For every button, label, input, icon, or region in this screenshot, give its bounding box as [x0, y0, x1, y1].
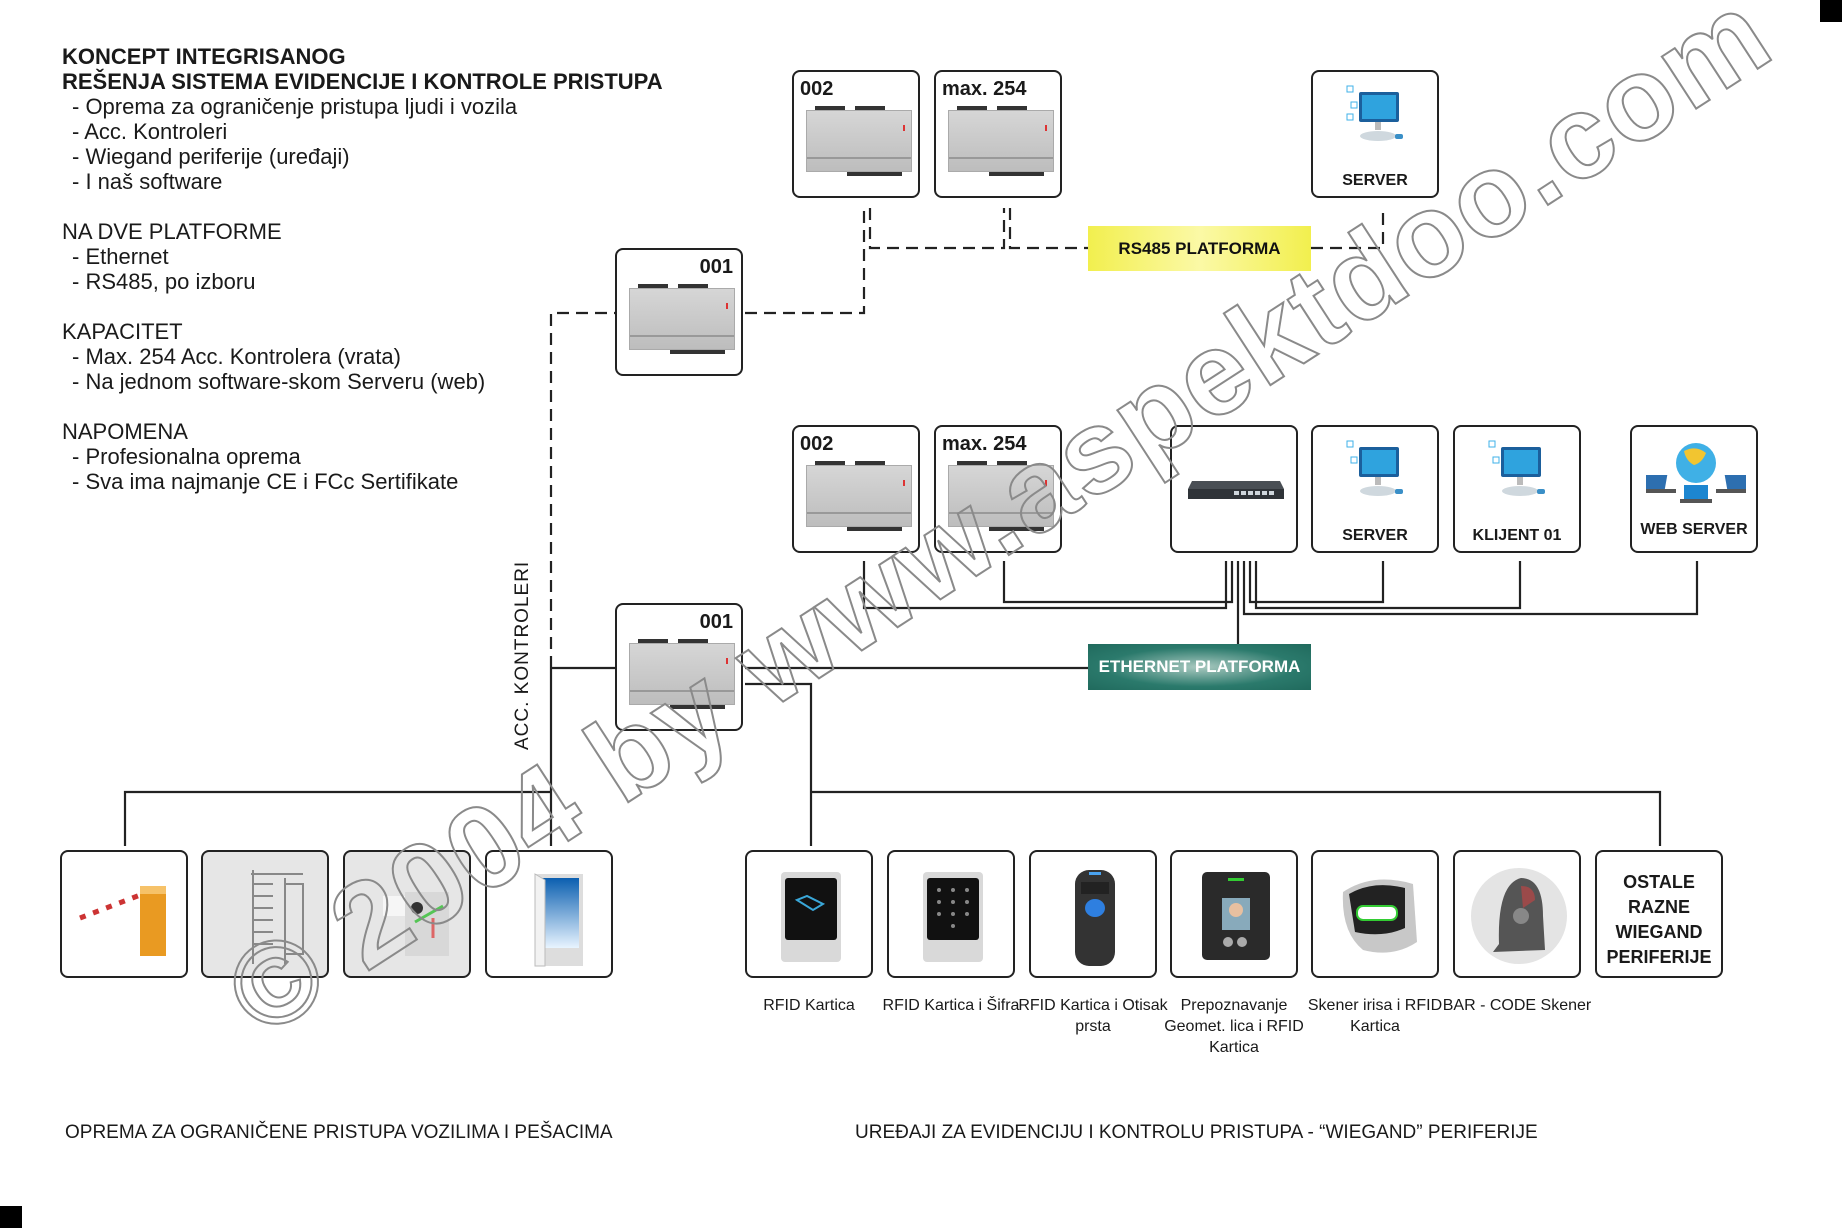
- controller-icon: [948, 106, 1054, 176]
- rs485-controller-001: 001: [615, 248, 743, 376]
- rs485-link-002-to-max: [868, 208, 1006, 250]
- rs485-link-bus-to-001: [549, 311, 615, 668]
- corner-mark: [0, 1206, 22, 1228]
- client-label: KLIJENT 01: [1472, 527, 1562, 544]
- intro-item: - Acc. Kontroleri: [72, 119, 228, 144]
- barrier-bus: [123, 790, 551, 846]
- controller-id: 001: [699, 256, 733, 278]
- max-to-switch: [1002, 561, 1234, 604]
- title-line-1: KONCEPT INTEGRISANOG: [62, 44, 346, 69]
- barrier-item: [60, 850, 188, 978]
- intro-item: - Oprema za ograničenje pristupa ljudi i…: [72, 94, 518, 119]
- 001-to-peripherals: [745, 682, 813, 846]
- note-heading: NAPOMENA: [62, 419, 188, 444]
- footer-left-label: OPREMA ZA OGRANIČENE PRISTUPA VOZILIMA I…: [65, 1122, 613, 1143]
- rs485-link-platform-to-server: [1311, 208, 1385, 250]
- peripheral-caption: BAR - CODE Skener: [1442, 997, 1592, 1014]
- intro-item: - I naš software: [72, 169, 223, 194]
- door-icon: [534, 873, 583, 967]
- controller-id: 002: [800, 78, 834, 100]
- controller-id: 002: [800, 433, 834, 455]
- controller-icon: [948, 461, 1054, 531]
- rfid-reader-icon: [781, 872, 841, 962]
- ethernet-client: KLIJENT 01: [1453, 425, 1581, 553]
- controller-id: 001: [699, 611, 733, 633]
- iris-scanner-icon: [1342, 879, 1417, 953]
- web-server-label: WEB SERVER: [1640, 521, 1748, 538]
- ethernet-controller-001: 001: [615, 603, 743, 731]
- rs485-platform-label: RS485 PLATFORMA: [1088, 226, 1311, 271]
- rfid-keypad-icon: [923, 872, 983, 962]
- full-height-turnstile-icon: [251, 870, 304, 964]
- tripod-turnstile-icon: [383, 892, 449, 956]
- controller-icon: [629, 639, 735, 709]
- face-recognition-icon: [1202, 872, 1270, 960]
- fingerprint-reader-icon: [1075, 870, 1115, 966]
- peripheral-item: [1311, 850, 1439, 978]
- server-computer-icon: [1346, 85, 1403, 141]
- rs485-link-001-to-002: [745, 208, 866, 315]
- server-computer-icon: [1346, 440, 1403, 496]
- client-computer-icon: [1488, 440, 1545, 496]
- peripheral-caption: RFID Kartica i Šifra: [882, 997, 1020, 1014]
- note-item: - Sva ima najmanje CE i FCc Sertifikate: [72, 469, 459, 494]
- peripheral-item: [1170, 850, 1298, 978]
- note-item: - Profesionalna oprema: [72, 444, 301, 469]
- platform-item: - Ethernet: [72, 244, 169, 269]
- peripheral-item: [887, 850, 1015, 978]
- rs485-link-max-to-platform: [1008, 208, 1088, 250]
- web-server: WEB SERVER: [1630, 425, 1758, 553]
- peripheral-bus: [811, 790, 1662, 846]
- peripheral-caption: RFID Kartica: [763, 997, 855, 1014]
- peripheral-caption: Prepoznavanje Geomet. lica i RFID Kartic…: [1164, 997, 1304, 1056]
- peripheral-caption: Skener irisa i RFID Kartica: [1307, 997, 1443, 1035]
- peripheral-caption: RFID Kartica i Otisak prsta: [1018, 997, 1168, 1035]
- intro-item: - Wiegand periferije (uređaji): [72, 144, 350, 169]
- corner-mark: [1820, 0, 1842, 22]
- controller-id: max. 254: [942, 78, 1027, 100]
- peripheral-item: [1029, 850, 1157, 978]
- switch-to-server: [1248, 561, 1385, 604]
- network-switch: [1170, 425, 1298, 553]
- barrier-item: [201, 850, 329, 978]
- controller-id: max. 254: [942, 433, 1027, 455]
- rs485-controller-002: 002: [792, 70, 920, 198]
- barcode-scanner-icon: [1471, 868, 1567, 964]
- network-switch-icon: [1188, 481, 1284, 499]
- 002-to-switch: [862, 561, 1228, 610]
- switch-to-webserver: [1242, 561, 1699, 616]
- peripheral-item: [1453, 850, 1581, 978]
- rs485-dashed-lines: [549, 208, 1385, 668]
- intro-text: KONCEPT INTEGRISANOG REŠENJA SISTEMA EVI…: [62, 44, 663, 494]
- ethernet-controller-002: 002: [792, 425, 920, 553]
- capacity-item: - Max. 254 Acc. Kontrolera (vrata): [72, 344, 401, 369]
- barrier-item: [343, 850, 471, 978]
- platform-item: - RS485, po izboru: [72, 269, 256, 294]
- peripheral-item: [745, 850, 873, 978]
- capacity-heading: KAPACITET: [62, 319, 183, 344]
- ethernet-solid-lines: [123, 561, 1699, 846]
- title-line-2: REŠENJA SISTEMA EVIDENCIJE I KONTROLE PR…: [62, 69, 663, 94]
- platforms-heading: NA DVE PLATFORME: [62, 219, 282, 244]
- ethernet-server: SERVER: [1311, 425, 1439, 553]
- server-label: SERVER: [1342, 172, 1408, 189]
- controller-icon: [806, 106, 912, 176]
- footer-right-label: UREĐAJI ZA EVIDENCIJU I KONTROLU PRISTUP…: [855, 1122, 1538, 1143]
- parking-barrier-icon: [79, 886, 166, 956]
- switch-to-client: [1254, 561, 1522, 610]
- server-label: SERVER: [1342, 527, 1408, 544]
- barrier-item: [485, 850, 613, 978]
- rs485-controller-max: max. 254: [934, 70, 1062, 198]
- capacity-item: - Na jednom software-skom Serveru (web): [72, 369, 486, 394]
- controller-icon: [629, 284, 735, 354]
- acc-controllers-label: ACC. KONTROLERI: [512, 560, 533, 750]
- web-globe-icon: [1646, 443, 1746, 503]
- rs485-server: SERVER: [1311, 70, 1439, 198]
- controller-icon: [806, 461, 912, 531]
- ethernet-platform-label: ETHERNET PLATFORMA: [1088, 644, 1311, 690]
- ethernet-controller-max: max. 254: [934, 425, 1062, 553]
